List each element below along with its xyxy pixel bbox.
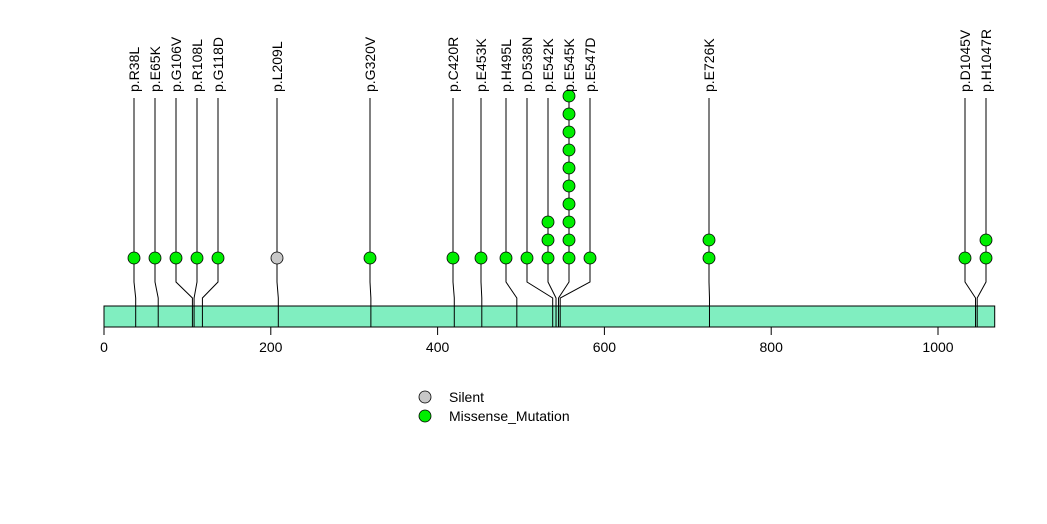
mutation-point [499, 251, 513, 265]
mutation-label: p.E547D [582, 38, 598, 92]
mutation-point [474, 251, 488, 265]
mutation-point [958, 251, 972, 265]
mutation-point [211, 251, 225, 265]
mutation-stem [369, 98, 372, 306]
mutation-point [541, 215, 555, 229]
legend-marker [418, 390, 432, 404]
mutation-label: p.E726K [701, 38, 717, 92]
mutation-label: p.G106V [168, 36, 184, 92]
mutation-point [979, 233, 993, 247]
mutation-stem [480, 98, 483, 306]
mutation-stem [976, 98, 987, 306]
mutation-point [562, 143, 576, 157]
mutation-label: p.H1047R [978, 29, 994, 92]
mutation-label: p.G320V [362, 36, 378, 92]
x-tick-label: 1000 [922, 339, 953, 355]
mutation-stem [547, 98, 557, 306]
mutation-point [562, 89, 576, 103]
mutation-label: p.H495L [498, 39, 514, 92]
x-tick-label: 0 [100, 339, 108, 355]
mutation-stem [154, 98, 159, 306]
mutation-label: p.C420R [445, 37, 461, 92]
mutation-stem [276, 98, 279, 306]
mutation-label: p.R108L [189, 39, 205, 92]
mutation-label: p.D1045V [957, 29, 973, 92]
mutation-point [190, 251, 204, 265]
mutation-point [169, 251, 183, 265]
legend-label: Missense_Mutation [449, 408, 570, 424]
mutation-label: p.G118D [210, 37, 226, 92]
mutation-stem [559, 98, 591, 306]
mutation-point [446, 251, 460, 265]
mutation-point [562, 107, 576, 121]
mutation-point [562, 197, 576, 211]
mutation-stem [201, 98, 219, 306]
mutation-label: p.E545K [561, 38, 577, 92]
mutation-point [562, 251, 576, 265]
mutation-stem [193, 98, 198, 306]
mutation-point [363, 251, 377, 265]
mutation-point [562, 233, 576, 247]
mutation-stem [175, 98, 193, 306]
mutation-label: p.L209L [269, 41, 285, 92]
mutation-point [979, 251, 993, 265]
mutation-point [127, 251, 141, 265]
mutation-stem [526, 98, 554, 306]
x-tick-label: 200 [259, 339, 283, 355]
mutation-stem [452, 98, 455, 306]
mutation-stem [133, 98, 137, 306]
mutation-point [562, 161, 576, 175]
x-tick-label: 800 [760, 339, 784, 355]
mutation-point [702, 251, 716, 265]
mutation-point [270, 251, 284, 265]
protein-bar [103, 305, 996, 328]
mutation-label: p.D538N [519, 37, 535, 92]
x-tick-label: 400 [426, 339, 450, 355]
mutation-label: p.R38L [126, 47, 142, 92]
legend-label: Silent [449, 389, 484, 405]
mutation-point [520, 251, 534, 265]
mutation-point [583, 251, 597, 265]
mutation-stem [505, 98, 518, 306]
mutation-point [702, 233, 716, 247]
mutation-point [541, 251, 555, 265]
mutation-point [541, 233, 555, 247]
mutation-point [562, 179, 576, 193]
mutation-point [562, 125, 576, 139]
mutation-label: p.E65K [147, 45, 163, 92]
mutation-label: p.E542K [540, 38, 556, 92]
mutation-point [148, 251, 162, 265]
mutation-point [562, 215, 576, 229]
mutation-stem [964, 98, 977, 306]
legend-marker [418, 409, 432, 423]
x-tick-label: 600 [593, 339, 617, 355]
mutation-label: p.E453K [473, 38, 489, 92]
